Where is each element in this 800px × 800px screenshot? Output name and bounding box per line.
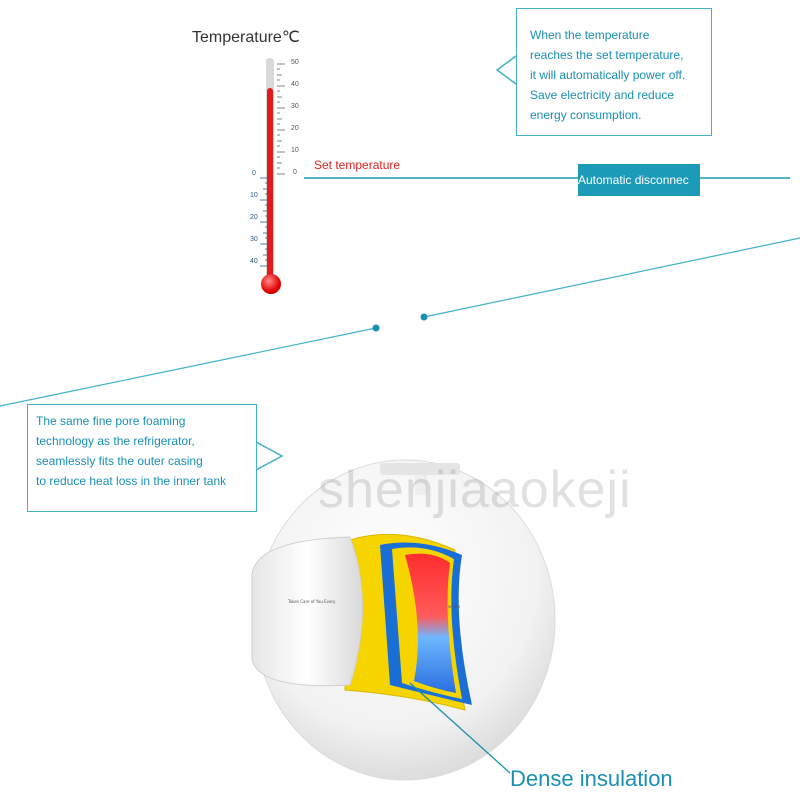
callout-left-pointer xyxy=(255,441,284,471)
automatic-disconnect-badge: Automatic disconnec xyxy=(578,164,700,196)
water-heater-cutaway: Takes Care of You Every where xyxy=(251,459,556,781)
watermark-text: shenjiaaokeji xyxy=(318,461,632,519)
foaming-technology-callout: The same fine pore foaming technology as… xyxy=(27,404,257,512)
callout-top-line: reaches the set temperature, xyxy=(530,48,684,62)
callout-top-line: When the temperature xyxy=(530,28,650,42)
mount-post xyxy=(415,475,427,495)
mount-bracket xyxy=(380,463,460,475)
product-slogan-left: Takes Care of You Every xyxy=(287,599,336,604)
product-slogan-right: where xyxy=(448,604,461,609)
set-temperature-label: Set temperature xyxy=(314,158,401,172)
scale-tick-40: 40 xyxy=(291,81,299,88)
auto-power-off-callout: When the temperature reaches the set tem… xyxy=(516,8,712,136)
callout-top-pointer xyxy=(495,55,517,85)
thermometer-upper-scale xyxy=(277,63,285,175)
connector-dot-left xyxy=(372,324,380,332)
callout-left-line: The same fine pore foaming xyxy=(36,414,186,428)
callout-top-line: Save electricity and reduce xyxy=(530,88,675,102)
dense-insulation-label: Dense insulation xyxy=(510,766,673,791)
connector-dot-right xyxy=(420,313,428,321)
callout-left-line: technology as the refrigerator, xyxy=(36,434,195,448)
callout-left-line: to reduce heat loss in the inner tank xyxy=(36,474,227,488)
scale-tick-0-lower: 0 xyxy=(252,170,256,177)
scale-tick-0-upper: 0 xyxy=(293,169,297,176)
scale-tick-20: 20 xyxy=(291,125,299,132)
diagonal-line-lower xyxy=(0,327,377,407)
scale-tick-minus-40: 40 xyxy=(250,258,258,265)
scale-tick-minus-30: 30 xyxy=(250,236,258,243)
callout-left-line: seamlessly fits the outer casing xyxy=(36,454,203,468)
scale-tick-30: 30 xyxy=(291,103,299,110)
scale-tick-minus-20: 20 xyxy=(250,214,258,221)
callout-top-line: it will automatically power off. xyxy=(530,68,686,82)
thermometer-bulb xyxy=(261,274,281,294)
front-cap xyxy=(251,536,363,687)
callout-top-line: energy consumption. xyxy=(530,108,642,122)
temperature-title: Temperature℃ xyxy=(192,29,300,46)
dense-insulation-pointer xyxy=(409,682,511,774)
scale-tick-minus-10: 10 xyxy=(250,192,258,199)
diagonal-line-upper xyxy=(423,237,800,318)
thermometer-lower-scale xyxy=(260,177,268,267)
thermometer-mercury xyxy=(267,88,273,278)
scale-tick-50: 50 xyxy=(291,59,299,66)
inner-tank-water xyxy=(405,553,456,693)
scale-tick-10: 10 xyxy=(291,147,299,154)
